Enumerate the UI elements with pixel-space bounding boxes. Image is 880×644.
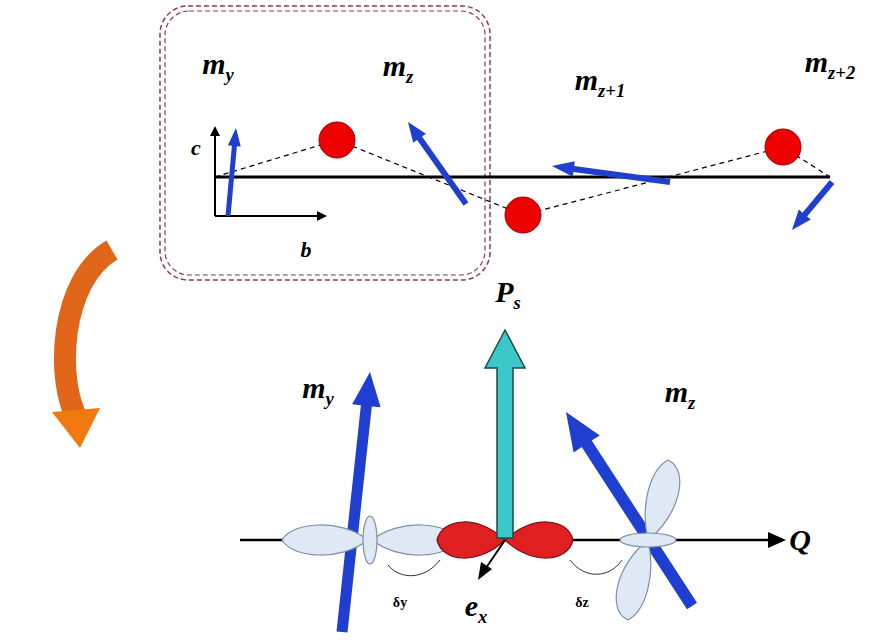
symbol-label: mz: [665, 377, 696, 407]
transition-arrow: [65, 250, 112, 420]
symbol-label: my: [302, 373, 334, 403]
symbol-label: δy: [393, 596, 407, 610]
b-axis: [215, 215, 325, 217]
spin-arrow: [408, 122, 468, 206]
ex-axis: [486, 540, 505, 568]
c-axis: [214, 128, 216, 216]
atom: [505, 197, 541, 233]
transition-arrow: [52, 408, 100, 448]
region-outline: [165, 11, 485, 275]
chain-axis: [215, 176, 830, 179]
symbol-label: Q: [789, 525, 811, 555]
symbol-label: Ps: [495, 277, 521, 307]
symbol-label: mz+2: [805, 47, 855, 77]
symbol-label: my: [202, 49, 234, 79]
symbol-label: ex: [465, 591, 488, 621]
spin-arrow: [337, 372, 381, 633]
symbol-label: δz: [575, 596, 588, 610]
symbol-label: mz+1: [575, 65, 625, 95]
spin-arrow: [792, 180, 834, 230]
q-axis: [768, 532, 786, 548]
symbol-label: c: [191, 137, 201, 159]
polarization-arrow: [485, 330, 525, 538]
symbol-label: mz: [383, 51, 414, 81]
ex-axis: [478, 562, 492, 580]
symbol-label: b: [301, 239, 312, 261]
atom: [765, 129, 801, 165]
region-outline: [160, 6, 490, 280]
spin-arrow: [552, 161, 670, 185]
atom: [319, 122, 355, 158]
orbital: [282, 516, 458, 564]
overlap-arc: [388, 560, 440, 576]
orbital: [616, 460, 680, 620]
spin-arrow: [226, 128, 241, 216]
overlap-arc: [570, 560, 622, 574]
